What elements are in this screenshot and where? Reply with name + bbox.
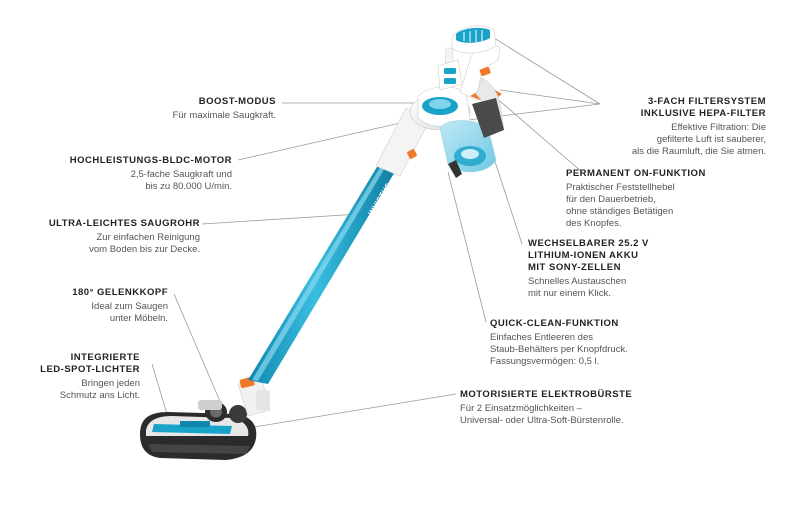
callout-title: INTEGRIERTE LED-SPOT-LICHTER [40,352,140,375]
callout-desc: Bringen jeden Schmutz ans Licht. [59,378,140,401]
callout-gelenk: 180° GELENKKOPF Ideal zum Saugen unter M… [72,287,168,325]
callout-desc: Einfaches Entleeren des Staub-Behälters … [490,332,628,367]
callout-title: PERMANENT ON-FUNKTION [566,168,706,179]
suction-tube: INVICTUS [248,162,396,384]
leader-onfunktion [493,95,583,173]
callout-desc: Schnelles Austauschen mit nur einem Klic… [528,276,627,299]
leader-gelenk [173,293,223,407]
callout-boost: BOOST-MODUS Für maximale Saugkraft. [173,96,276,122]
leader-filter-2 [499,89,601,105]
leader-buerste [247,393,457,429]
floor-brush [140,400,257,460]
callout-title: MOTORISIERTE ELEKTROBÜRSTE [460,389,633,400]
leader-motor [237,117,423,161]
main-body [375,25,505,178]
callout-desc: Ideal zum Saugen unter Möbeln. [91,301,168,324]
leader-rohr [201,213,361,225]
callout-desc: Für maximale Saugkraft. [172,110,276,121]
callout-title: QUICK-CLEAN-FUNKTION [490,318,619,329]
callout-buerste: MOTORISIERTE ELEKTROBÜRSTE Für 2 Einsatz… [460,389,632,427]
callout-rohr: ULTRA-LEICHTES SAUGROHR Zur einfachen Re… [49,218,200,256]
callout-onfunktion: PERMANENT ON-FUNKTION Praktischer Festst… [566,168,706,230]
callout-akku: WECHSELBARER 25.2 V LITHIUM-IONEN AKKU M… [528,238,649,300]
callout-led: INTEGRIERTE LED-SPOT-LICHTER Bringen jed… [40,352,140,402]
callout-title: 180° GELENKKOPF [72,287,168,298]
callout-desc: Zur einfachen Reinigung vom Boden bis zu… [89,232,200,255]
callout-quickclean: QUICK-CLEAN-FUNKTION Einfaches Entleeren… [490,318,628,368]
callout-title: WECHSELBARER 25.2 V LITHIUM-IONEN AKKU M… [528,238,649,273]
callout-filter: 3-FACH FILTERSYSTEM INKLUSIVE HEPA-FILTE… [604,96,766,158]
callout-title: HOCHLEISTUNGS-BLDC-MOTOR [69,155,232,166]
callout-desc: Für 2 Einsatzmöglichkeiten – Universal- … [460,403,624,426]
joint [237,376,271,417]
leader-filter-1 [493,37,601,105]
callout-desc: Effektive Filtration: Die gefilterte Luf… [631,122,766,157]
leader-quickclean [447,171,487,323]
callout-title: 3-FACH FILTERSYSTEM INKLUSIVE HEPA-FILTE… [640,96,766,119]
callout-title: ULTRA-LEICHTES SAUGROHR [48,218,200,229]
callout-title: BOOST-MODUS [198,96,276,107]
callout-desc: Praktischer Feststellhebel für den Dauer… [566,182,675,229]
callout-desc: 2,5-fache Saugkraft und bis zu 80.000 U/… [130,169,232,192]
callout-motor: HOCHLEISTUNGS-BLDC-MOTOR 2,5-fache Saugk… [70,155,232,193]
